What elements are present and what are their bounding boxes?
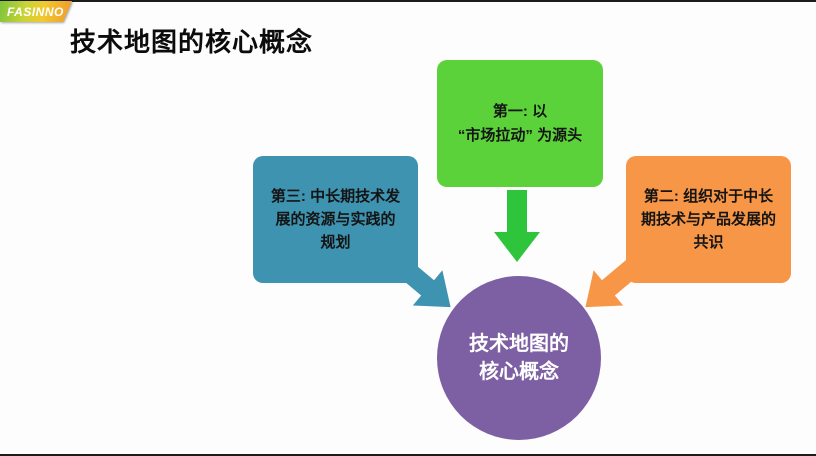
box-first-line-1: 第一: 以 <box>492 103 548 121</box>
box-first-market-pull: 第一: 以 “市场拉动” 为源头 <box>437 60 603 187</box>
box-third-line-3: 规划 <box>320 234 351 252</box>
down-left-arrow-icon <box>585 253 648 308</box>
box-second-consensus: 第二: 组织对于中长 期技术与产品发展的 共识 <box>626 156 791 283</box>
box-second-line-2: 期技术与产品发展的 <box>640 210 776 228</box>
circle-line-2: 核心概念 <box>479 361 559 383</box>
center-circle: 技术地图的 核心概念 <box>437 276 601 440</box>
slide-top-border <box>0 0 816 2</box>
down-arrow-icon <box>494 190 540 262</box>
slide-bottom-border <box>0 454 816 456</box>
down-right-arrow-icon <box>388 253 451 308</box>
box-first-line-2: “市场拉动” 为源头 <box>457 126 583 144</box>
circle-line-1: 技术地图的 <box>469 333 569 355</box>
logo-text: FASINNO <box>7 4 64 19</box>
box-second-line-3: 共识 <box>693 234 724 252</box>
box-second-line-1: 第二: 组织对于中长 <box>643 187 774 205</box>
logo-ribbon: FASINNO <box>0 1 72 22</box>
box-third-line-1: 第三: 中长期技术发 <box>270 187 401 205</box>
box-third-planning: 第三: 中长期技术发 展的资源与实践的 规划 <box>253 156 418 283</box>
box-third-line-2: 展的资源与实践的 <box>275 210 396 228</box>
slide-title: 技术地图的核心概念 <box>70 27 314 57</box>
fasinno-logo: FASINNO <box>0 1 72 22</box>
